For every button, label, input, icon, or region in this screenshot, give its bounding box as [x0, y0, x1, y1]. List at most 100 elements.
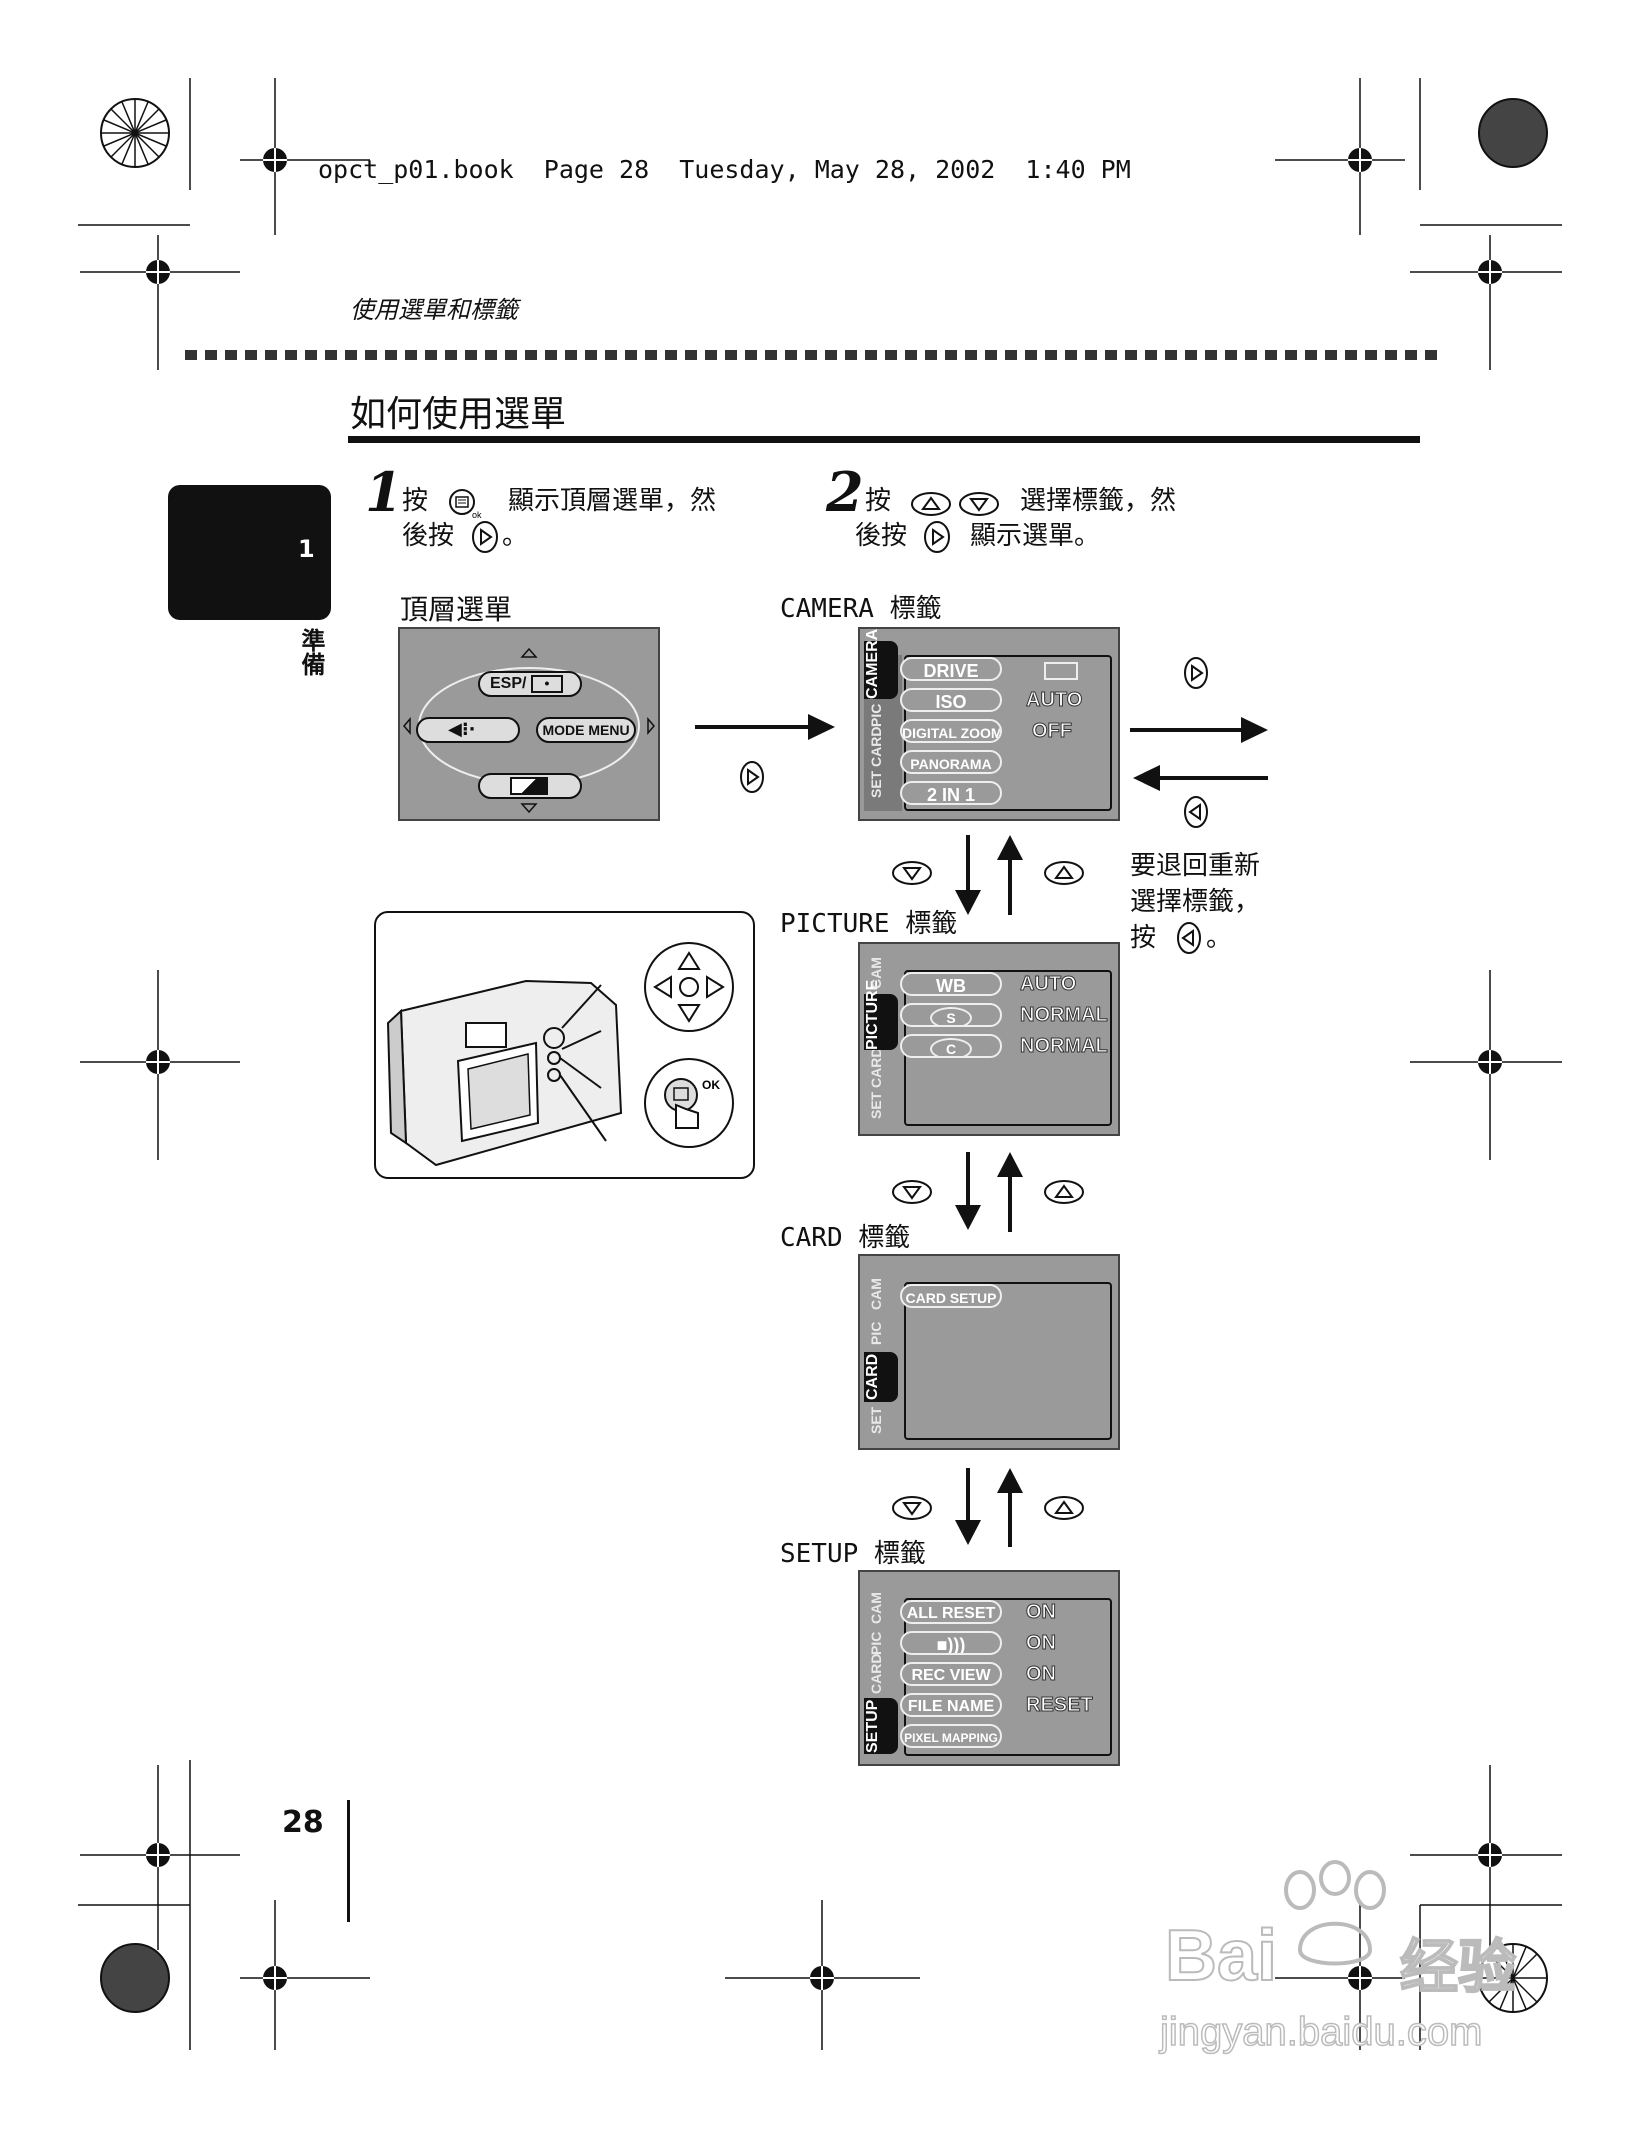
menu-item-wb[interactable]: WB [900, 972, 1002, 996]
menu-item-pixel-mapping[interactable]: PIXEL MAPPING [900, 1724, 1002, 1748]
tab-cam[interactable]: CAM [868, 957, 884, 989]
menu-item-iso[interactable]: ISO [900, 688, 1002, 712]
svg-text:ok: ok [472, 510, 482, 520]
exposure-comp-button[interactable] [478, 773, 582, 799]
tab-cam[interactable]: CAM [868, 1592, 884, 1624]
step-1-number: 1 [365, 460, 403, 524]
return-note-line2: 選擇標籤， [1130, 887, 1261, 917]
step-1-line2-b: 。 [502, 521, 529, 551]
return-note-line1: 要退回重新 [1130, 851, 1261, 881]
menu-item-sharpness[interactable]: S [900, 1003, 1002, 1027]
chapter-number: 1 [298, 535, 315, 563]
step-1-line1-a: 按 [402, 486, 429, 516]
card-menu-pane [904, 1282, 1112, 1440]
menu-item-file-name[interactable]: FILE NAME [900, 1693, 1002, 1717]
sharpness-value: NORMAL [1020, 1004, 1109, 1027]
menu-ok-button-icon: ok [449, 489, 482, 520]
tab-set[interactable]: SET [868, 770, 884, 798]
tab-cam[interactable]: CAM [868, 1278, 884, 1310]
setup-tab-screen: SETUP CARD PIC CAM ALL RESET ON ■))) ON … [858, 1570, 1120, 1766]
step-1-line1-b: 顯示頂層選單，然 [508, 486, 717, 516]
chapter-label: 準備 [297, 628, 325, 676]
digital-zoom-value: OFF [1032, 720, 1073, 743]
wb-value: AUTO [1019, 973, 1077, 996]
beep-value: ON [1026, 1632, 1057, 1655]
tab-card[interactable]: CARD [864, 1352, 898, 1402]
tab-pic[interactable]: PIC [868, 703, 884, 727]
step-2-line2-a: 後按 [855, 521, 908, 551]
quality-button[interactable]: ◀⁝· [416, 717, 520, 743]
tab-pic[interactable]: PIC [868, 1631, 884, 1655]
menu-item-all-reset[interactable]: ALL RESET [900, 1600, 1002, 1624]
title-rule [348, 436, 1420, 443]
camera-back-drawing: OK [386, 942, 734, 1167]
step-2-line1-a: 按 [865, 486, 892, 516]
menu-item-contrast[interactable]: C [900, 1034, 1002, 1058]
contrast-value: NORMAL [1020, 1035, 1109, 1058]
tab-set[interactable]: SET [868, 1091, 884, 1119]
all-reset-value: ON [1026, 1601, 1057, 1624]
spot-metering-icon: • [530, 674, 563, 693]
esp-spot-button[interactable]: ESP/ • [478, 671, 582, 697]
camera-tab-label: CAMERA 標籤 [780, 594, 942, 624]
tab-card[interactable]: CARD [868, 726, 884, 767]
menu-item-digital-zoom[interactable]: DIGITAL ZOOM [900, 719, 1002, 743]
down-arrow-button-icon [959, 492, 999, 516]
step-1-line2-a: 後按 [402, 521, 455, 551]
contrast-icon: C [930, 1038, 972, 1056]
watermark-url: jingyan.baidu.com [1159, 2009, 1483, 2055]
watermark-brand: Bai [1164, 1915, 1278, 1997]
tab-picture[interactable]: PICTURE [864, 980, 898, 1050]
sharpness-icon: S [930, 1007, 972, 1025]
setup-tab-label: SETUP 標籤 [780, 1539, 926, 1569]
picture-tab-screen: SET CARD PICTURE CAM WB AUTO S NORMAL C … [858, 942, 1120, 1136]
camera-illustration: OK [374, 911, 755, 1179]
tab-setup[interactable]: SETUP [864, 1698, 898, 1754]
top-menu-screen: ESP/ • ◀⁝· MODE MENU [398, 627, 660, 821]
speaker-icon: ■))) [936, 1635, 966, 1655]
tab-camera[interactable]: CAMERA [864, 629, 898, 699]
return-note-line3-a: 按 [1130, 923, 1157, 953]
top-menu-label: 頂層選單 [400, 593, 513, 626]
page-number: 28 [282, 1805, 324, 1840]
baidu-paw-logo [1284, 1860, 1386, 1966]
camera-tab-screen: SET CARD PIC CAMERA DRIVE ISO AUTO DIGIT… [858, 627, 1120, 821]
footer-rule [347, 1800, 350, 1922]
dashed-rule [185, 350, 1445, 360]
step-2-line2-b: 顯示選單。 [970, 521, 1101, 551]
tab-pic[interactable]: PIC [868, 1321, 884, 1345]
file-name-value: RESET [1026, 1694, 1094, 1717]
watermark-brand-cn: 经验 [1399, 1932, 1517, 2002]
iso-value: AUTO [1025, 689, 1083, 712]
tab-set[interactable]: SET [868, 1406, 884, 1434]
card-tab-screen: SET CARD PIC CAM CARD SETUP [858, 1254, 1120, 1450]
step-2-line1-b: 選擇標籤，然 [1020, 486, 1177, 516]
esp-label: ESP/ [490, 675, 527, 692]
picture-tab-label: PICTURE 標籤 [780, 909, 958, 939]
menu-item-panorama[interactable]: PANORAMA [900, 750, 1002, 774]
rec-view-value: ON [1026, 1663, 1057, 1686]
menu-item-drive[interactable]: DRIVE [900, 657, 1002, 681]
page-title: 如何使用選單 [350, 394, 567, 435]
menu-item-rec-view[interactable]: REC VIEW [900, 1662, 1002, 1686]
menu-item-card-setup[interactable]: CARD SETUP [900, 1284, 1002, 1308]
tab-card[interactable]: CARD [868, 1047, 884, 1088]
mode-menu-button[interactable]: MODE MENU [536, 717, 636, 743]
right-arrow-button-icon [924, 521, 950, 553]
up-arrow-button-icon [911, 492, 951, 516]
return-note-line3-b: 。 [1206, 923, 1233, 953]
tab-card[interactable]: CARD [868, 1653, 884, 1694]
left-arrow-button-icon [1177, 922, 1201, 954]
ok-label: OK [702, 1078, 720, 1092]
menu-item-2in1[interactable]: 2 IN 1 [900, 781, 1002, 805]
image-quality-icon: ◀⁝· [448, 719, 476, 740]
step-2-number: 2 [826, 460, 864, 524]
right-arrow-button-icon [472, 521, 498, 553]
exposure-compensation-icon [510, 777, 548, 795]
chapter-tab [168, 485, 331, 620]
drive-single-icon [1044, 662, 1078, 680]
file-info: opct_p01.book Page 28 Tuesday, May 28, 2… [318, 155, 1131, 184]
menu-item-beep[interactable]: ■))) [900, 1631, 1002, 1655]
